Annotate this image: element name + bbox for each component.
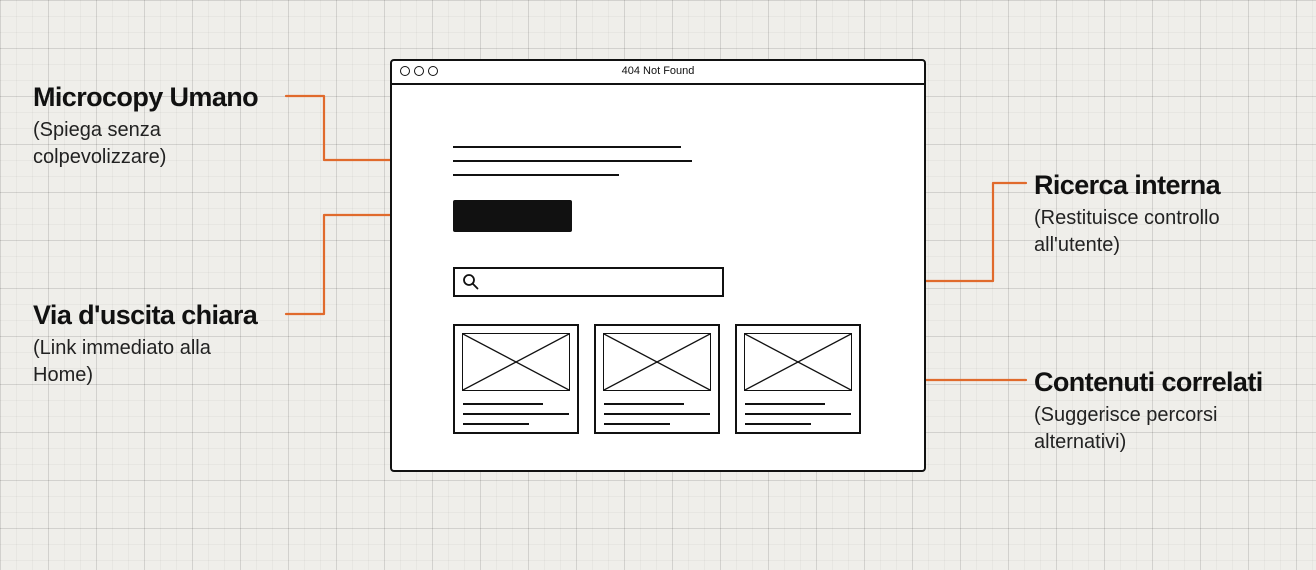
related-content-card[interactable] — [735, 324, 861, 434]
microcopy-text-line — [453, 160, 692, 162]
card-text-line — [463, 403, 543, 405]
window-title: 404 Not Found — [621, 65, 695, 77]
microcopy-text-line — [453, 146, 681, 148]
annotation-search-desc: (Restituisce controllo all'utente) — [1034, 205, 1220, 259]
card-text-line — [745, 413, 851, 415]
window-control-dot-icon[interactable] — [400, 66, 410, 76]
browser-window-wireframe: 404 Not Found — [390, 59, 926, 472]
related-content-card[interactable] — [453, 324, 579, 434]
search-input[interactable] — [453, 267, 724, 297]
annotation-exit-desc: (Link immediato alla Home) — [33, 335, 257, 389]
microcopy-text-line — [453, 174, 619, 176]
card-text-line — [745, 403, 825, 405]
annotation-microcopy-desc-line2: colpevolizzare) — [33, 146, 167, 168]
annotation-microcopy: Microcopy Umano (Spiega senza colpevoliz… — [33, 82, 259, 171]
window-control-dot-icon[interactable] — [414, 66, 424, 76]
home-link-button[interactable] — [453, 200, 572, 232]
image-placeholder-icon — [603, 333, 711, 391]
card-text-line — [604, 403, 684, 405]
card-text-line — [604, 413, 710, 415]
image-placeholder-icon — [462, 333, 570, 391]
annotation-exit: Via d'uscita chiara (Link immediato alla… — [33, 300, 258, 389]
card-text-line — [745, 423, 811, 425]
card-text-line — [604, 423, 670, 425]
window-control-dot-icon[interactable] — [428, 66, 438, 76]
search-icon — [463, 274, 479, 290]
annotation-related-desc-line2: alternativi) — [1034, 431, 1127, 453]
annotation-search-desc-line1: (Restituisce controllo — [1034, 207, 1220, 229]
annotation-microcopy-desc-line1: (Spiega senza — [33, 119, 161, 141]
card-text-line — [463, 423, 529, 425]
annotation-search-title: Ricerca interna — [1034, 170, 1221, 200]
annotation-microcopy-title: Microcopy Umano — [33, 82, 259, 112]
annotation-related-desc-line1: (Suggerisce percorsi — [1034, 404, 1218, 426]
image-placeholder-icon — [744, 333, 852, 391]
card-text-line — [463, 413, 569, 415]
annotation-exit-desc-line2: Home) — [33, 364, 94, 386]
related-content-card[interactable] — [594, 324, 720, 434]
annotation-related: Contenuti correlati (Suggerisce percorsi… — [1034, 367, 1263, 456]
annotation-exit-desc-line1: (Link immediato alla — [33, 337, 211, 359]
annotation-related-title: Contenuti correlati — [1034, 367, 1263, 397]
window-titlebar: 404 Not Found — [392, 61, 924, 85]
annotation-microcopy-desc: (Spiega senza colpevolizzare) — [33, 117, 258, 171]
annotation-search-desc-line2: all'utente) — [1034, 234, 1121, 256]
annotation-related-desc: (Suggerisce percorsi alternativi) — [1034, 402, 1263, 456]
annotation-exit-title: Via d'uscita chiara — [33, 300, 258, 330]
annotation-search: Ricerca interna (Restituisce controllo a… — [1034, 170, 1221, 259]
